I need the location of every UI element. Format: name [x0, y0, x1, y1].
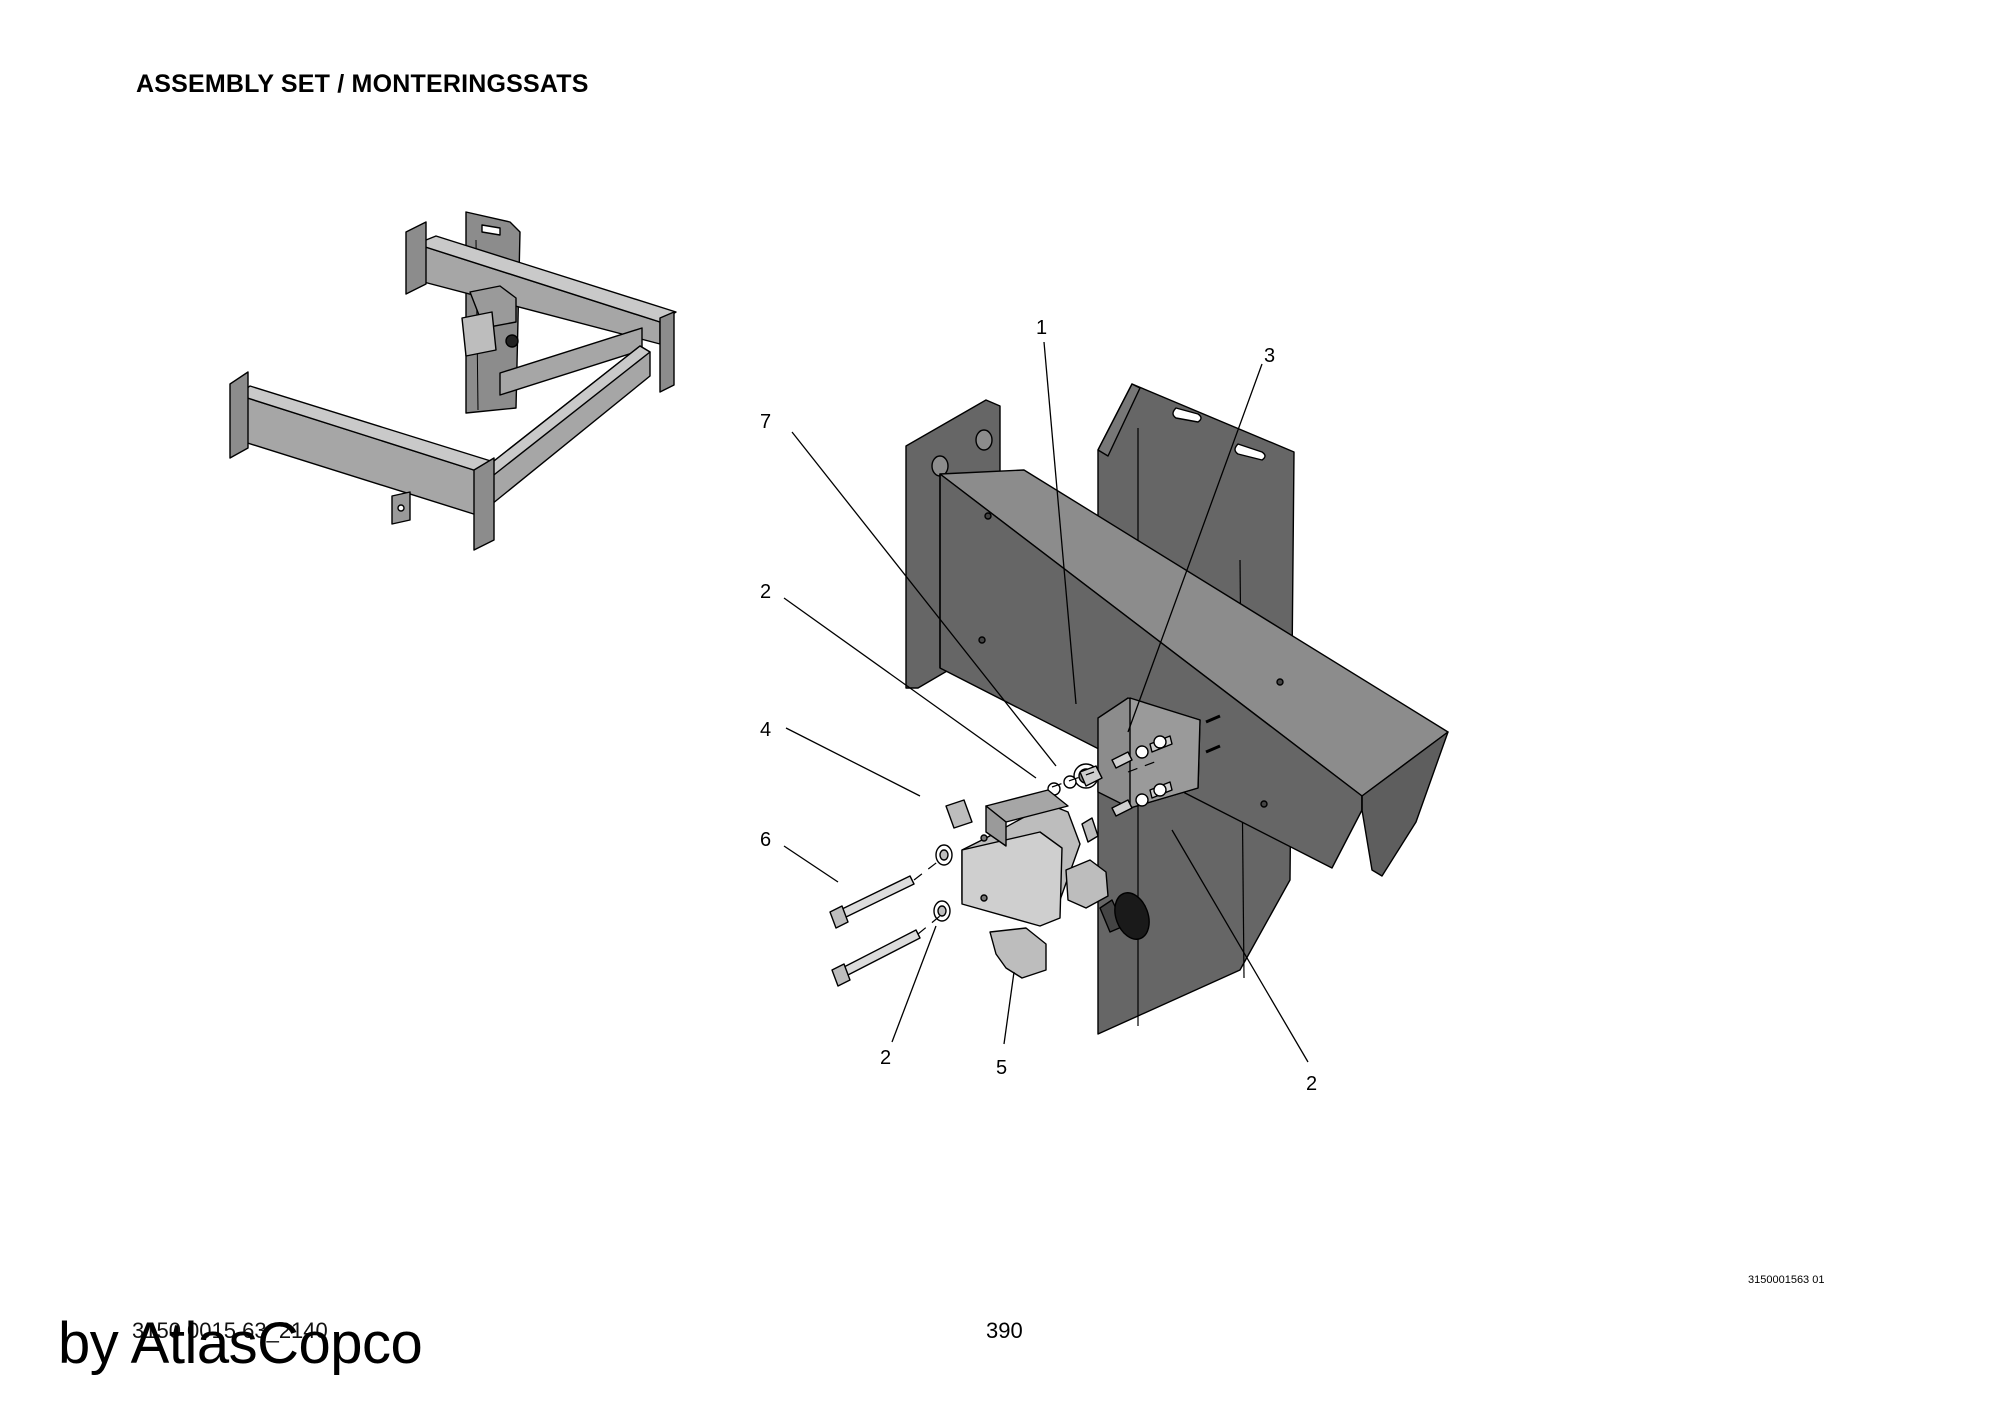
callout-7: 7: [760, 411, 771, 433]
watermark: by AtlasCopco: [58, 1311, 423, 1376]
callout-3: 3: [1264, 345, 1275, 367]
callout-1: 1: [1036, 317, 1047, 339]
callout-2-right: 2: [1306, 1073, 1317, 1095]
main-assembly: [829, 383, 1449, 1035]
leader-lines: [783, 341, 1309, 1063]
page-number: 390: [986, 1318, 1023, 1343]
callout-4: 4: [760, 719, 771, 741]
drawing-id: 3150001563 01: [1748, 1274, 1825, 1286]
callout-6: 6: [760, 829, 771, 851]
page-title: ASSEMBLY SET / MONTERINGSSATS: [136, 70, 589, 98]
callout-labels: 1 3 7 2 4 6 2 5 2: [760, 317, 1317, 1095]
callout-5: 5: [996, 1057, 1007, 1079]
document-number: 3150 0015 63_2140: [132, 1318, 328, 1343]
overview-assembly: [229, 211, 677, 551]
callout-2-lower: 2: [880, 1047, 891, 1069]
callout-2-upper: 2: [760, 581, 771, 603]
